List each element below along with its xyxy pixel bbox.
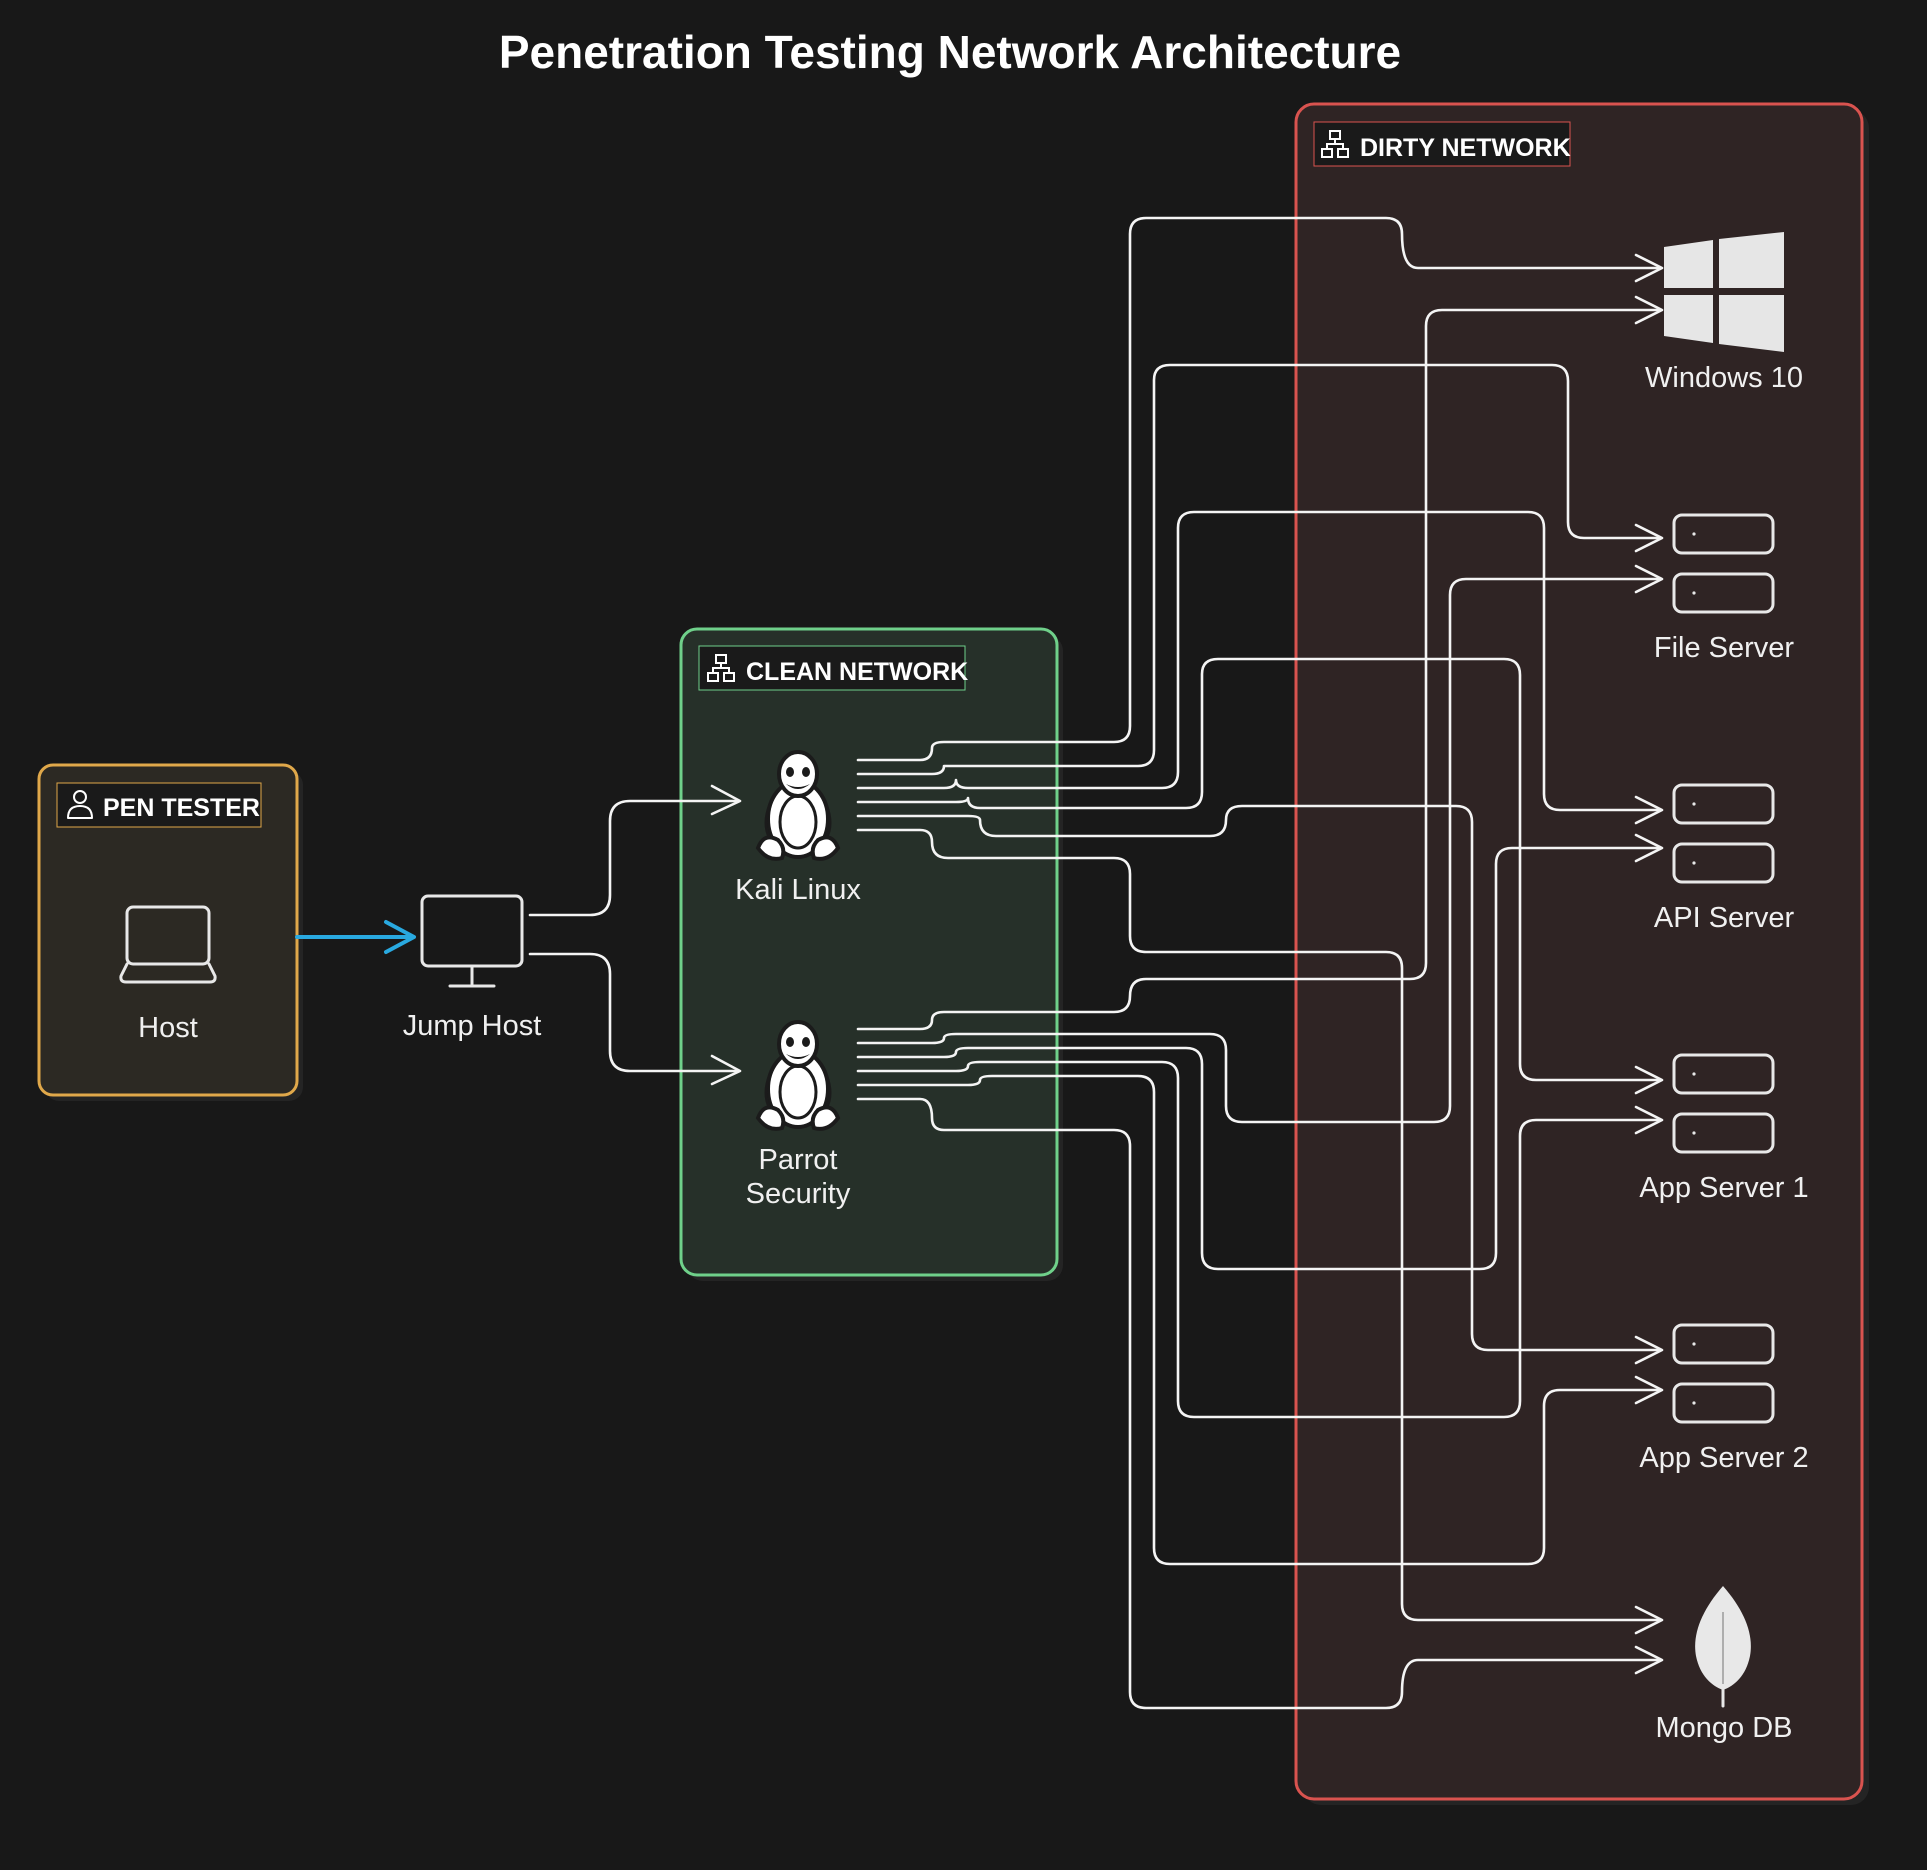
user-icon (67, 790, 93, 819)
arrowhead (1634, 523, 1664, 553)
file-server-node[interactable]: File Server (1654, 513, 1795, 664)
dirty-network-group: DIRTY NETWORK (1294, 102, 1869, 1805)
edge-kali-api-server (856, 510, 1662, 812)
arrowhead (1634, 1105, 1664, 1135)
edge-parrot-windows (856, 308, 1662, 1031)
arrowhead (710, 784, 742, 816)
host-node[interactable]: Host (119, 905, 217, 1044)
server-icon (1672, 513, 1775, 614)
edge-kali-windows (856, 216, 1662, 762)
edge-jump-kali (528, 799, 740, 917)
parrot-security-node[interactable]: Parrot Security (746, 1020, 851, 1210)
windows-10-node[interactable]: Windows 10 (1645, 232, 1803, 394)
edge-parrot-file-server (856, 577, 1662, 1124)
api-server-label: API Server (1654, 902, 1795, 934)
jump-host-node[interactable]: Jump Host (403, 894, 542, 1042)
arrowhead (1634, 833, 1664, 863)
edge-kali-app-server-2 (856, 804, 1662, 1352)
edge-parrot-app-server-1 (856, 1060, 1662, 1419)
pen-tester-badge: PEN TESTER (56, 782, 262, 828)
clean-network-label: CLEAN NETWORK (746, 658, 968, 686)
parrot-security-label-line1: Parrot (759, 1144, 838, 1176)
edge-jump-parrot (528, 952, 740, 1073)
api-server-node[interactable]: API Server (1654, 783, 1795, 934)
arrowhead (1634, 1065, 1664, 1095)
arrowhead (1634, 564, 1664, 594)
jump-host-label: Jump Host (403, 1010, 542, 1042)
kali-linux-node[interactable]: Kali Linux (735, 750, 861, 906)
diagram-title: Penetration Testing Network Architecture (499, 26, 1401, 78)
edge-parrot-api-server (856, 846, 1662, 1271)
app-server-2-label: App Server 2 (1639, 1442, 1808, 1474)
edge-parrot-mongo (856, 1097, 1662, 1710)
host-label: Host (138, 1012, 198, 1044)
server-icon (1672, 783, 1775, 884)
laptop-icon (119, 905, 217, 984)
mongo-db-label: Mongo DB (1655, 1712, 1792, 1744)
arrowhead (1634, 295, 1664, 325)
monitor-icon (420, 894, 524, 988)
windows-icon (1664, 232, 1784, 352)
app-server-2-node[interactable]: App Server 2 (1639, 1323, 1809, 1474)
mongodb-leaf-icon (1695, 1586, 1751, 1708)
edge-parrot-app-server-2 (856, 1074, 1662, 1566)
edge-kali-mongo (856, 828, 1662, 1622)
dirty-network-label: DIRTY NETWORK (1360, 134, 1571, 162)
pen-tester-label: PEN TESTER (103, 794, 260, 822)
app-server-1-label: App Server 1 (1639, 1172, 1808, 1204)
edge-kali-file-server (856, 363, 1662, 776)
clean-network-group: CLEAN NETWORK (679, 627, 1063, 1281)
mongo-db-node[interactable]: Mongo DB (1655, 1586, 1793, 1744)
arrowhead (1634, 1605, 1664, 1635)
pen-tester-group: PEN TESTER (37, 763, 303, 1101)
server-icon (1672, 1053, 1775, 1154)
edge-host-jump (295, 920, 416, 954)
arrowhead (1634, 253, 1664, 283)
connections (528, 216, 1662, 1710)
arrowhead (1634, 1335, 1664, 1365)
windows-10-label: Windows 10 (1645, 362, 1803, 394)
edge-kali-app-server-1 (856, 657, 1662, 1082)
file-server-label: File Server (1654, 632, 1795, 664)
arrowhead (1634, 1645, 1664, 1675)
app-server-1-node[interactable]: App Server 1 (1639, 1053, 1809, 1204)
server-icon (1672, 1323, 1775, 1424)
arrowheads (710, 253, 1664, 1675)
arrowhead (710, 1054, 742, 1086)
arrowhead (1634, 1375, 1664, 1405)
parrot-security-label-line2: Security (746, 1178, 851, 1210)
arrowhead (1634, 795, 1664, 825)
kali-linux-label: Kali Linux (735, 874, 861, 906)
dirty-network-badge: DIRTY NETWORK (1313, 121, 1571, 167)
clean-network-badge: CLEAN NETWORK (698, 645, 968, 691)
